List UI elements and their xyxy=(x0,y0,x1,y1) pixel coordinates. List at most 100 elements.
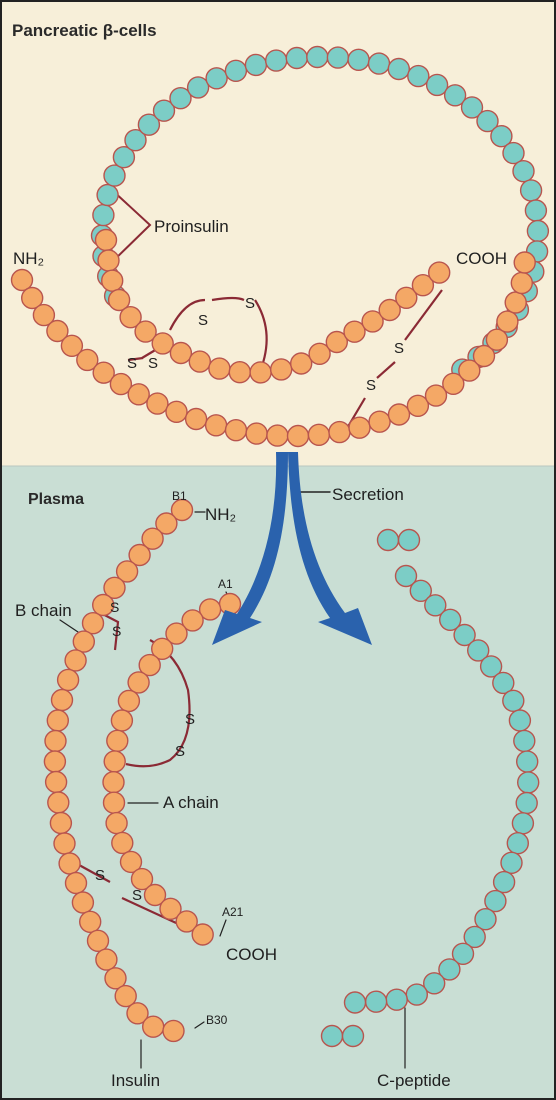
amino-acid-bead xyxy=(54,833,75,854)
amino-acid-bead xyxy=(163,1020,184,1041)
c-peptide-bead xyxy=(97,185,118,206)
c-peptide-bead xyxy=(104,165,125,186)
amino-acid-bead xyxy=(246,423,267,444)
c-peptide-bead xyxy=(514,730,535,751)
c-peptide-bead xyxy=(348,49,369,70)
amino-acid-bead xyxy=(44,751,65,772)
sulfur-letter: S xyxy=(198,312,208,329)
c-peptide-free-bead xyxy=(399,530,420,551)
c-peptide-bead xyxy=(327,47,348,68)
amino-acid-bead xyxy=(189,351,210,372)
c-peptide-bead xyxy=(517,751,538,772)
amino-acid-bead xyxy=(147,393,168,414)
c-peptide-bead xyxy=(386,989,407,1010)
amino-acid-bead xyxy=(48,792,69,813)
amino-acid-bead xyxy=(111,710,132,731)
amino-acid-bead xyxy=(59,853,80,874)
amino-acid-bead xyxy=(66,873,87,894)
c-peptide-bead xyxy=(286,48,307,69)
c-peptide-bead xyxy=(388,59,409,80)
amino-acid-bead xyxy=(98,250,119,271)
amino-acid-bead xyxy=(486,329,507,350)
plasma-panel-background xyxy=(1,466,555,1099)
c-peptide-bead xyxy=(525,200,546,221)
sulfur-letter: S xyxy=(127,355,137,372)
c-peptide-free-bead xyxy=(343,1026,364,1047)
amino-acid-bead xyxy=(118,690,139,711)
c-peptide-bead xyxy=(501,852,522,873)
amino-acid-bead xyxy=(52,690,73,711)
c-peptide-bead xyxy=(503,690,524,711)
c-peptide-bead xyxy=(527,221,548,242)
amino-acid-bead xyxy=(65,650,86,671)
c-peptide-bead xyxy=(225,60,246,81)
amino-acid-bead xyxy=(96,230,117,251)
c-peptide-bead xyxy=(406,984,427,1005)
c-peptide-bead xyxy=(206,68,227,89)
c-peptide-bead xyxy=(307,47,328,68)
c-peptide-bead xyxy=(408,66,429,87)
c-peptide-free-bead xyxy=(378,530,399,551)
amino-acid-bead xyxy=(192,924,213,945)
sulfur-letter: S xyxy=(394,340,404,357)
sulfur-letter: S xyxy=(366,377,376,394)
c-peptide-bead xyxy=(518,772,539,793)
amino-acid-bead xyxy=(104,792,125,813)
sulfur-letter: S xyxy=(185,711,195,728)
pancreatic-beta-cells-header: Pancreatic β-cells xyxy=(12,21,157,40)
amino-acid-bead xyxy=(389,404,410,425)
plasma-header: Plasma xyxy=(28,491,84,508)
amino-acid-bead xyxy=(226,420,247,441)
c-peptide-bead xyxy=(494,872,515,893)
amino-acid-bead xyxy=(505,292,526,313)
amino-acid-bead xyxy=(329,422,350,443)
amino-acid-bead xyxy=(73,631,94,652)
b30-label: B30 xyxy=(206,1013,228,1027)
secretion-label: Secretion xyxy=(332,485,404,504)
c-peptide-bead xyxy=(188,77,209,98)
amino-acid-bead xyxy=(497,311,518,332)
amino-acid-bead xyxy=(46,772,67,793)
c-peptide-bead xyxy=(245,54,266,75)
sulfur-letter: S xyxy=(175,743,185,760)
c-peptide-free-bead xyxy=(322,1026,343,1047)
sulfur-letter: S xyxy=(148,355,158,372)
amino-acid-bead xyxy=(206,415,227,436)
amino-acid-bead xyxy=(429,262,450,283)
a1-label: A1 xyxy=(218,577,233,591)
amino-acid-bead xyxy=(267,425,288,446)
c-peptide-bead xyxy=(345,992,366,1013)
sulfur-letter: S xyxy=(95,867,105,884)
c-peptide-label: C-peptide xyxy=(377,1071,451,1090)
c-peptide-bead xyxy=(93,205,114,226)
amino-acid-bead xyxy=(88,930,109,951)
amino-acid-bead xyxy=(128,672,149,693)
nh2-bottom-label: NH₂ xyxy=(205,505,236,524)
amino-acid-bead xyxy=(514,252,535,273)
amino-acid-bead xyxy=(271,359,292,380)
amino-acid-bead xyxy=(229,362,250,383)
amino-acid-bead xyxy=(220,594,241,615)
amino-acid-bead xyxy=(170,343,191,364)
cooh-bottom-label: COOH xyxy=(226,945,277,964)
c-peptide-bead xyxy=(512,813,533,834)
amino-acid-bead xyxy=(288,426,309,447)
amino-acid-bead xyxy=(128,384,149,405)
c-peptide-bead xyxy=(369,53,390,74)
b-chain-label: B chain xyxy=(15,601,72,620)
c-peptide-bead xyxy=(507,833,528,854)
amino-acid-bead xyxy=(45,731,66,752)
insulin-label: Insulin xyxy=(111,1071,160,1090)
c-peptide-bead xyxy=(513,161,534,182)
amino-acid-bead xyxy=(186,409,207,430)
sulfur-letter: S xyxy=(132,887,142,904)
cooh-top-label: COOH xyxy=(456,249,507,268)
amino-acid-bead xyxy=(209,358,230,379)
c-peptide-bead xyxy=(521,180,542,201)
amino-acid-bead xyxy=(143,1016,164,1037)
sulfur-letter: S xyxy=(112,623,121,639)
a-chain-label: A chain xyxy=(163,793,219,812)
amino-acid-bead xyxy=(80,911,101,932)
